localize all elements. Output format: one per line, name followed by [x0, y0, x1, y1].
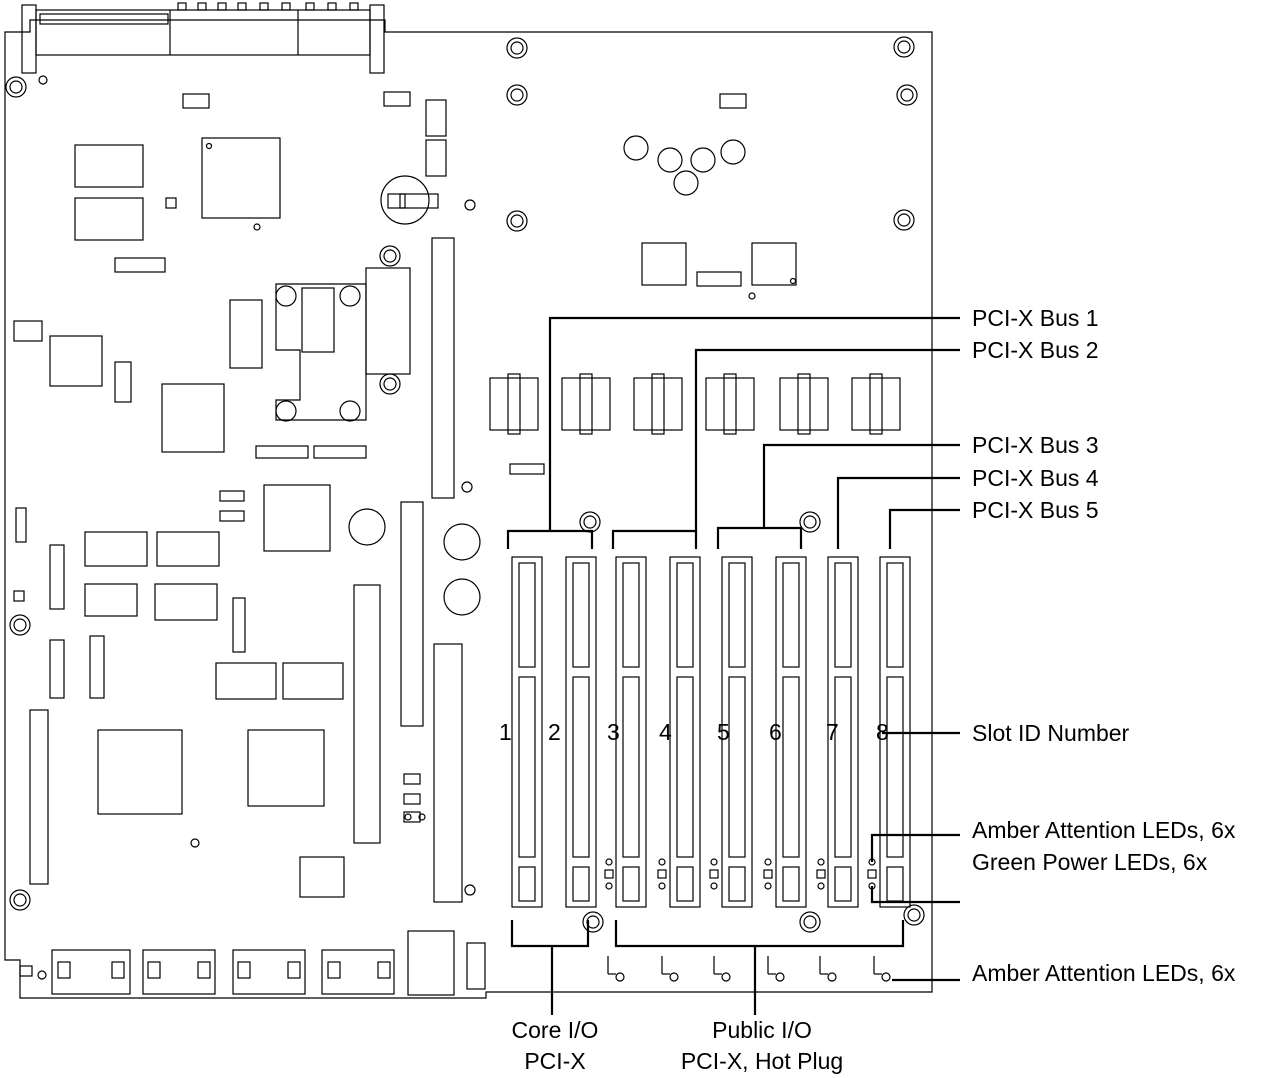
slot-number-6: 6: [769, 719, 782, 745]
label-core-io-pcix: PCI-X: [524, 1048, 585, 1074]
slot-number-8: 8: [876, 719, 889, 745]
pci-slot-5: [721, 556, 753, 908]
label-pci-bus-5: PCI-X Bus 5: [972, 497, 1099, 523]
callout-lines: [506, 316, 960, 1015]
motherboard: [4, 19, 933, 999]
label-public-io: Public I/O: [712, 1017, 812, 1043]
mounting-holes: [5, 36, 925, 933]
label-pci-bus-4: PCI-X Bus 4: [972, 465, 1099, 491]
bottom-attention-leds: [607, 956, 891, 982]
label-green-power-leds: Green Power LEDs, 6x: [972, 849, 1208, 875]
label-pci-bus-1: PCI-X Bus 1: [972, 305, 1099, 331]
pci-slot-6: [775, 556, 807, 908]
label-amber-attention-leds-top: Amber Attention LEDs, 6x: [972, 817, 1236, 843]
slot-number-1: 1: [499, 719, 512, 745]
label-core-io: Core I/O: [512, 1017, 599, 1043]
callout-labels: PCI-X Bus 1 PCI-X Bus 2 PCI-X Bus 3 PCI-…: [972, 305, 1236, 986]
pci-slot-2: [565, 556, 597, 908]
pci-slot-3: [615, 556, 647, 908]
label-slot-id-number: Slot ID Number: [972, 720, 1130, 746]
riser-clips: [489, 373, 901, 435]
slot-leds: [604, 858, 877, 890]
slot-number-4: 4: [659, 719, 672, 745]
components: [13, 91, 797, 996]
label-public-io-hotplug: PCI-X, Hot Plug: [681, 1048, 843, 1074]
slot-number-2: 2: [548, 719, 561, 745]
bottom-labels: Core I/O PCI-X Public I/O PCI-X, Hot Plu…: [512, 1017, 844, 1074]
rear-connector-block: [21, 2, 385, 74]
pci-slot-7: [827, 556, 859, 908]
slot-number-5: 5: [717, 719, 730, 745]
label-pci-bus-2: PCI-X Bus 2: [972, 337, 1099, 363]
slot-number-3: 3: [607, 719, 620, 745]
pci-slot-4: [669, 556, 701, 908]
pci-slot-1: [511, 556, 543, 908]
label-amber-attention-leds-bottom: Amber Attention LEDs, 6x: [972, 960, 1236, 986]
slot-numbers: 1 2 3 4 5 6 7 8: [499, 719, 889, 745]
label-pci-bus-3: PCI-X Bus 3: [972, 432, 1099, 458]
slot-number-7: 7: [826, 719, 839, 745]
pci-slots: [511, 556, 911, 908]
